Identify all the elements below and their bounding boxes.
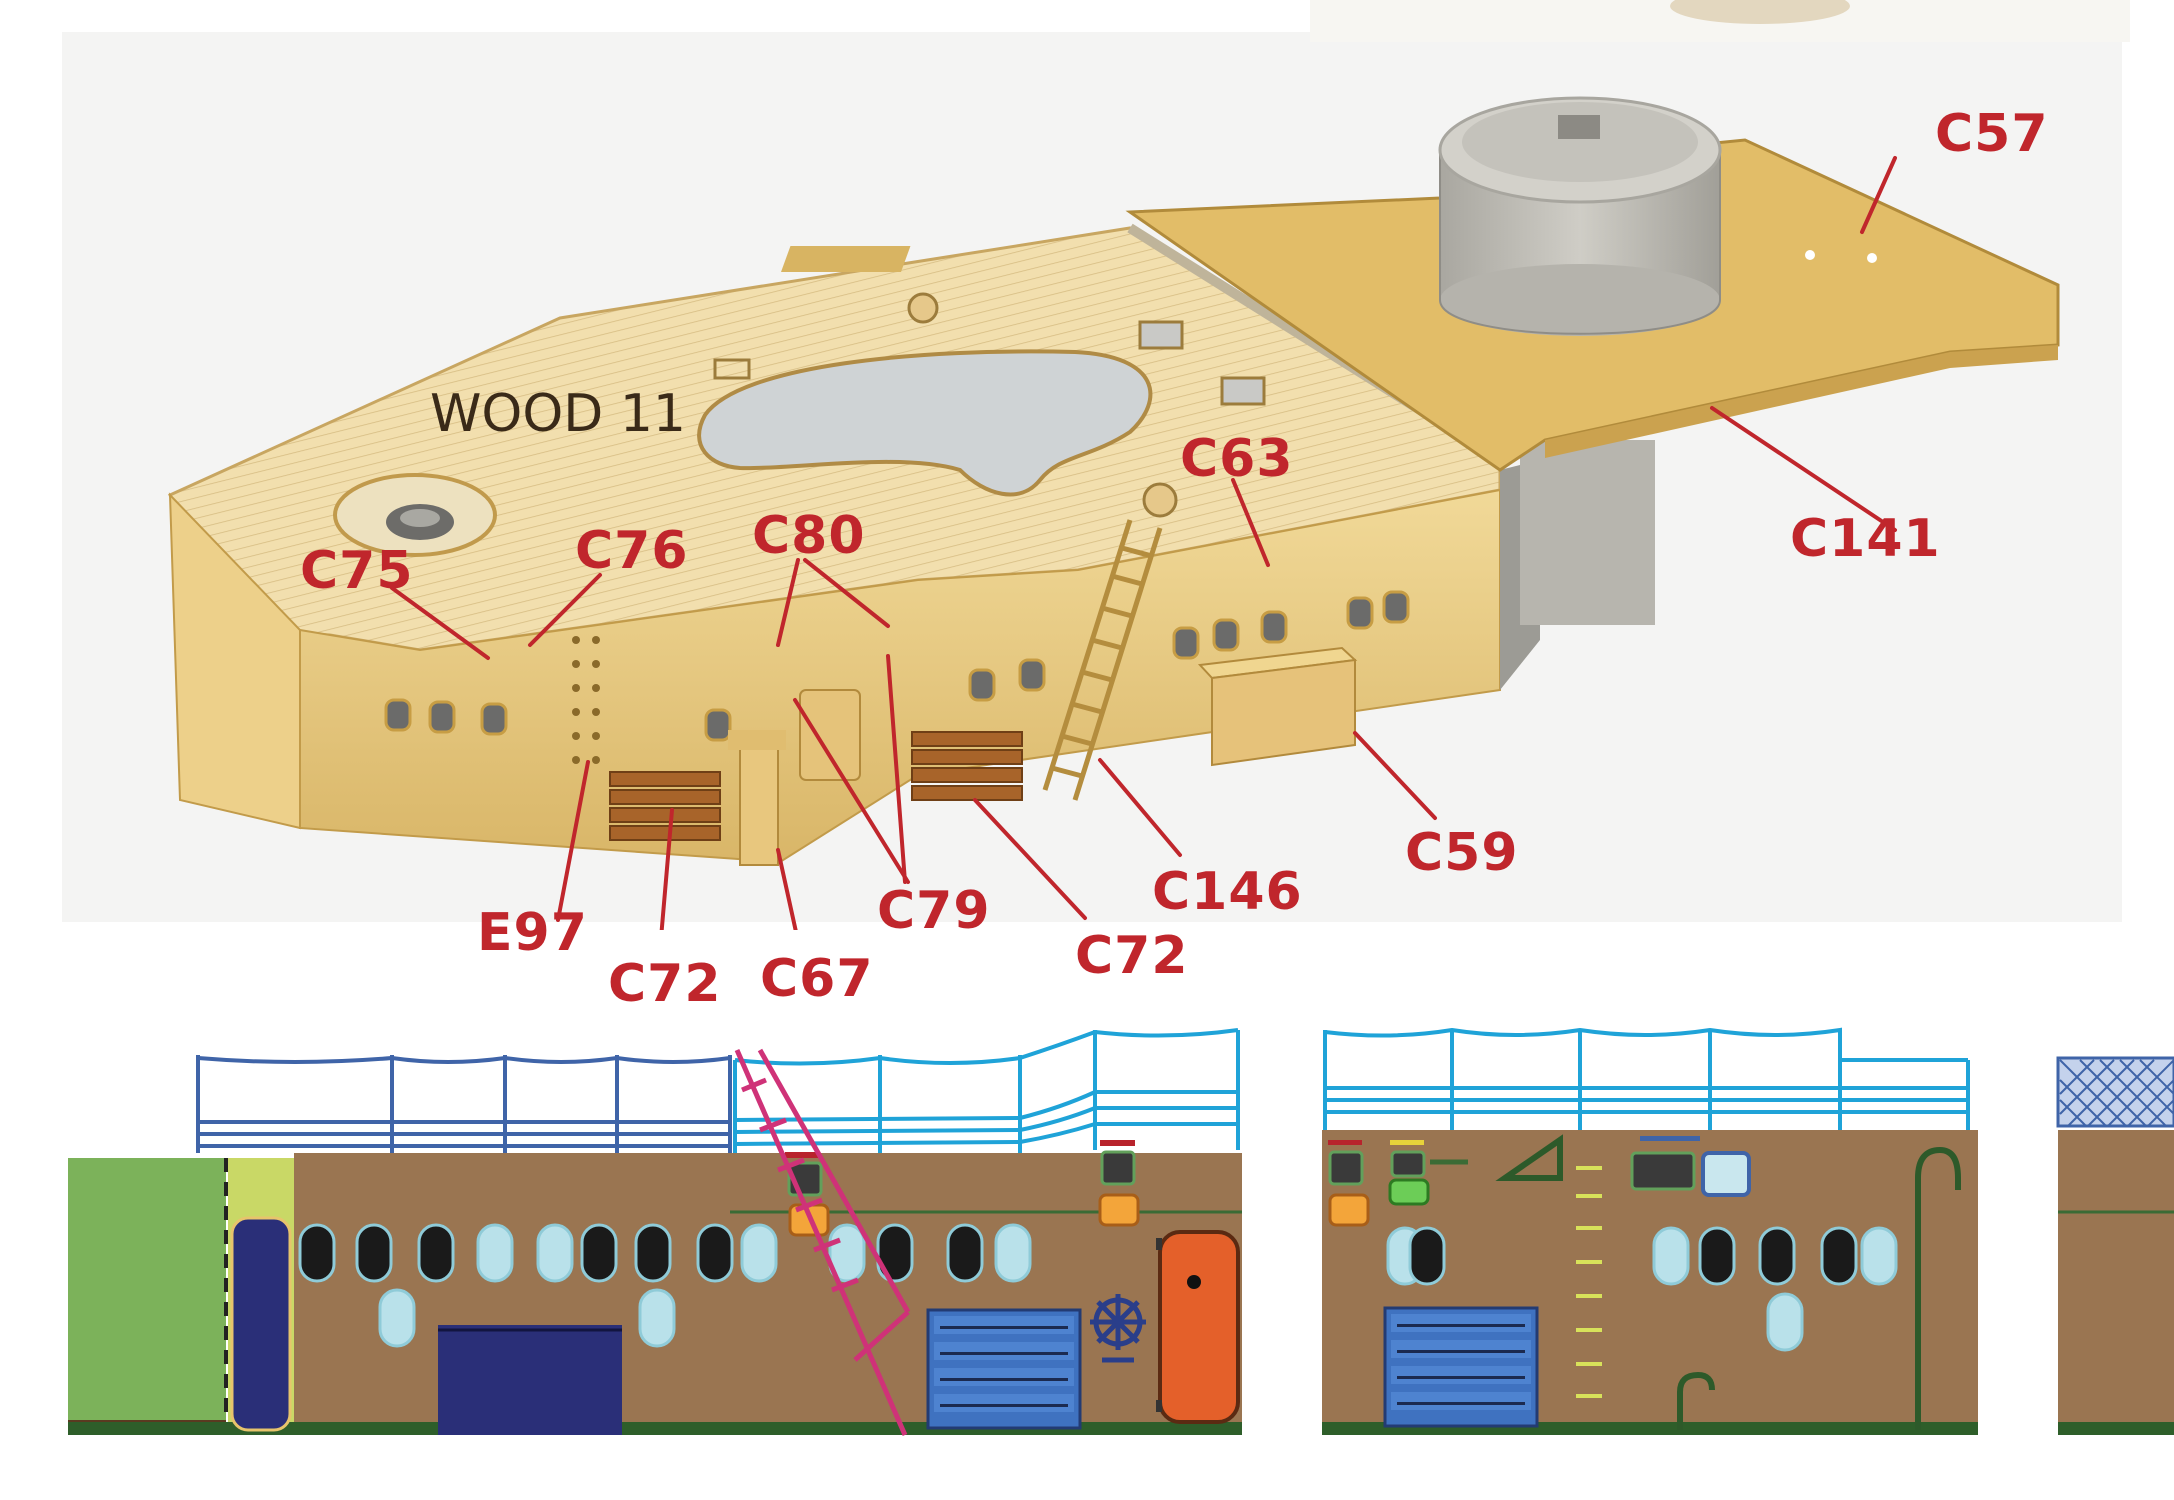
profile-panel-middle <box>1322 1027 1978 1435</box>
ventilator-grate <box>785 1140 1136 1197</box>
anti-aircraft-net <box>2059 1059 2174 1127</box>
gun-turret <box>1438 96 1722 336</box>
porthole-row <box>298 1223 1032 1348</box>
callout-c141: C141 <box>1790 509 1941 569</box>
railing-light <box>733 1028 1240 1153</box>
callout-e97: E97 <box>477 903 588 963</box>
material-label: WOOD 11 <box>430 384 687 444</box>
lockers <box>609 731 1023 841</box>
wall-portholes <box>384 590 1410 742</box>
callout-c79: C79 <box>877 881 991 941</box>
profile-panel-right <box>2056 1056 2174 1435</box>
profile-panel-left <box>68 1028 1242 1436</box>
ladder-steps <box>1576 1166 1602 1398</box>
railing <box>196 1055 732 1153</box>
profile-drawings <box>68 1027 2174 1436</box>
wall-panel <box>2058 1130 2174 1435</box>
callout-c63: C63 <box>1180 429 1294 489</box>
railing-light <box>1323 1027 1970 1130</box>
adjacent-deck-block <box>68 1158 226 1435</box>
callout-c57: C57 <box>1935 104 2049 164</box>
wall-panel <box>294 1153 1242 1435</box>
model-photo <box>62 0 2130 930</box>
callout-c80: C80 <box>752 506 866 566</box>
blue-lockers <box>1383 1306 1539 1428</box>
callout-c72-right: C72 <box>1075 926 1189 986</box>
hatch <box>230 1216 292 1432</box>
callout-c75: C75 <box>300 541 414 601</box>
ladder <box>734 1048 911 1436</box>
callout-c76: C76 <box>575 521 689 581</box>
door <box>1156 1230 1240 1424</box>
callout-c146: C146 <box>1152 862 1303 922</box>
navy-locker <box>438 1325 622 1435</box>
steering-wheel <box>1090 1294 1146 1363</box>
pipe <box>1677 1146 1961 1430</box>
grey-hatch <box>697 349 1153 497</box>
callout-c67: C67 <box>760 949 874 1009</box>
ladder <box>1042 519 1163 801</box>
callout-c72-left: C72 <box>608 954 722 1014</box>
blue-lockers <box>926 1308 1082 1430</box>
porthole-row <box>1386 1226 1898 1352</box>
callout-c59: C59 <box>1405 823 1519 883</box>
leader-lines <box>390 156 1897 930</box>
